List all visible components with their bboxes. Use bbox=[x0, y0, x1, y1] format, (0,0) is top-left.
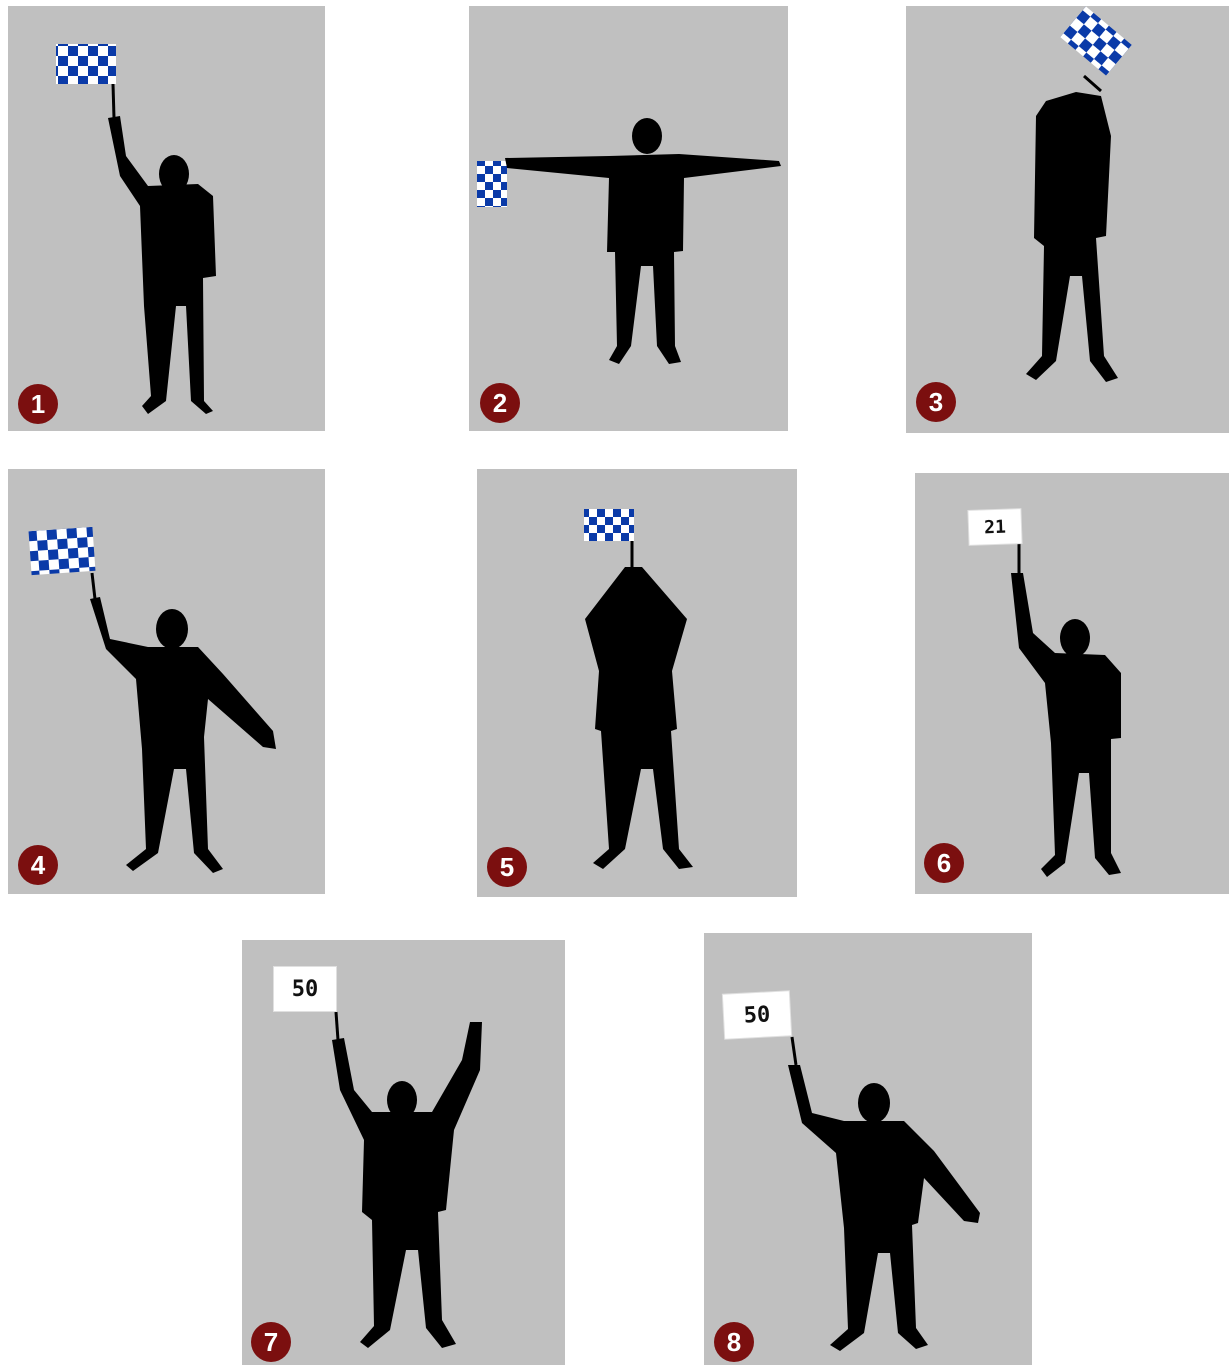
signal-panel-7: 50 7 bbox=[242, 940, 565, 1365]
checkered-flag bbox=[56, 44, 116, 84]
number-sign: 21 bbox=[968, 509, 1021, 545]
checkered-flag bbox=[29, 527, 96, 575]
marshal-silhouette bbox=[915, 473, 1229, 894]
marshal-silhouette bbox=[8, 6, 325, 431]
step-number-badge: 4 bbox=[18, 845, 58, 885]
checkered-flag bbox=[584, 509, 634, 541]
signal-panel-6: 21 6 bbox=[915, 473, 1229, 894]
marshal-silhouette bbox=[477, 469, 797, 897]
signal-panel-4: 4 bbox=[8, 469, 325, 894]
step-number-badge: 5 bbox=[487, 847, 527, 887]
step-number-badge: 6 bbox=[924, 843, 964, 883]
signal-panel-1: 1 bbox=[8, 6, 325, 431]
step-number-badge: 7 bbox=[251, 1322, 291, 1362]
signal-panel-8: 50 8 bbox=[704, 933, 1032, 1365]
number-sign: 50 bbox=[723, 991, 791, 1038]
step-number-badge: 2 bbox=[480, 383, 520, 423]
number-sign: 50 bbox=[274, 967, 336, 1011]
signal-panel-3: 3 bbox=[906, 6, 1229, 433]
marshal-silhouette bbox=[906, 6, 1229, 433]
step-number-badge: 1 bbox=[18, 384, 58, 424]
step-number-badge: 3 bbox=[916, 382, 956, 422]
signal-panel-5: 5 bbox=[477, 469, 797, 897]
checkered-flag bbox=[477, 161, 507, 207]
step-number-badge: 8 bbox=[714, 1322, 754, 1362]
signal-panel-2: 2 bbox=[469, 6, 788, 431]
marshal-silhouette bbox=[8, 469, 325, 894]
checkered-flag bbox=[1060, 6, 1132, 75]
marshal-silhouette bbox=[469, 6, 788, 431]
